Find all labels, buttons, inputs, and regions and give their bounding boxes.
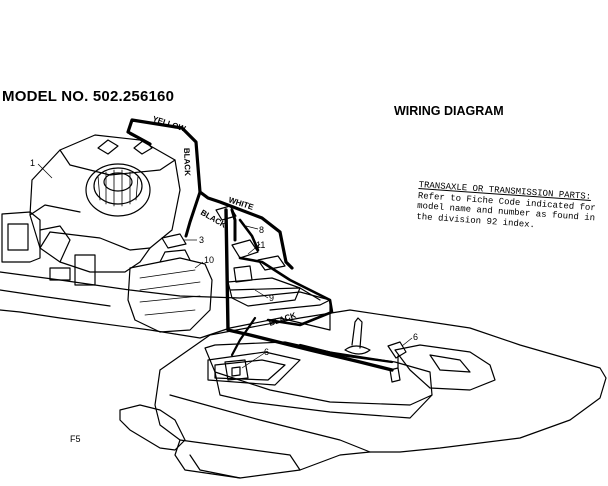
callout-6-right: 6: [413, 332, 418, 342]
figure-code: F5: [70, 434, 81, 444]
seat-switch: [224, 359, 249, 381]
diagram-title: WIRING DIAGRAM: [394, 104, 504, 118]
wire-label-black-middle: BLACK: [199, 208, 228, 230]
wire-label-black-upper: BLACK: [182, 148, 192, 177]
battery: [227, 277, 301, 307]
mower-deck: [154, 309, 607, 479]
ignition-switch: [387, 341, 407, 359]
flywheel-cover: [85, 163, 151, 217]
callout-6-seat: 6: [264, 347, 269, 357]
throttle-lever: [351, 317, 363, 349]
solenoid: [231, 239, 259, 259]
model-number: MODEL NO. 502.256160: [2, 88, 175, 105]
starter-motor: [127, 257, 213, 333]
oil-cap: [97, 139, 119, 155]
wire-label-black-lower: BLACK: [268, 311, 298, 328]
wire-label-yellow: YELLOW: [151, 114, 187, 133]
engine: [29, 134, 181, 273]
dash-console: [394, 344, 496, 391]
connector: [257, 255, 286, 271]
callout-3: 3: [199, 235, 204, 245]
air-cleaner: [1, 211, 41, 263]
callout-9: 9: [269, 293, 274, 303]
callout-10: 10: [204, 255, 214, 265]
callout-11: 11: [256, 240, 265, 250]
wiring-harness: [126, 118, 394, 372]
chassis-frame: [0, 271, 331, 339]
callout-8: 8: [259, 225, 264, 235]
callout-1: 1: [30, 158, 35, 168]
ignition-module: [161, 233, 187, 249]
deck-chute: [119, 404, 186, 451]
